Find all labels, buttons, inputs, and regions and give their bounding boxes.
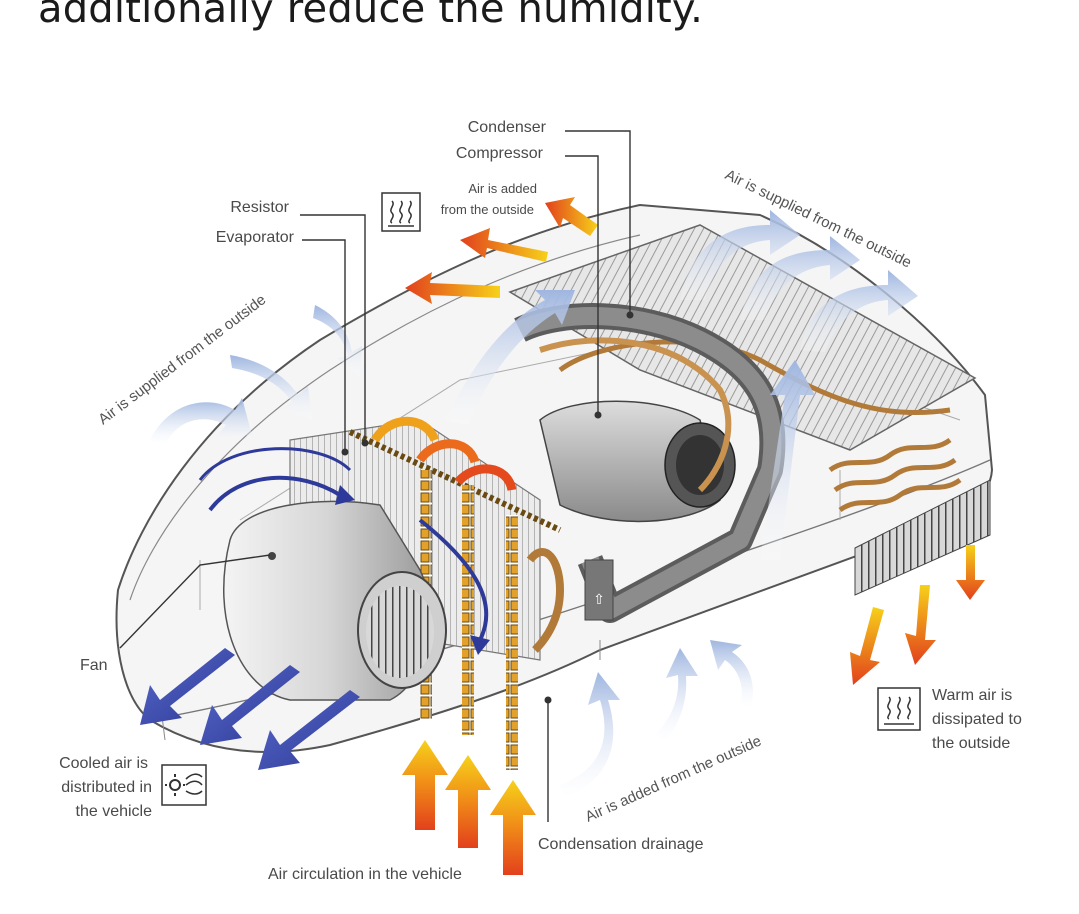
compressor: ⇧ [514,303,786,623]
label-fan: Fan [80,657,108,674]
cooled-air-arrows [140,648,360,770]
label-condenser: Condenser [468,119,547,136]
heat-arcs [371,416,517,492]
warm-exhaust-arrows-top [405,197,598,304]
label-compressor: Compressor [456,145,544,162]
side-vents [854,479,991,596]
label-warm-air-2: dissipated to [932,711,1022,728]
circulation-arrowheads [335,485,490,655]
leader-dots [341,311,634,704]
label-condensation: Condensation drainage [538,836,704,853]
air-supply-arrows [150,210,918,798]
warm-exhaust-arrows-right [850,545,985,685]
label-cooled-1: Cooled air is [59,755,148,772]
label-resistor: Resistor [230,199,289,216]
label-cooled-2: distributed in [61,779,152,796]
label-circulation: Air circulation in the vehicle [268,866,462,883]
label-cooled-3: the vehicle [76,803,153,820]
leader-lines [119,130,631,822]
condenser-coils [558,339,962,513]
label-warm-air-3: the outside [932,735,1010,752]
fan-airflow-icon [161,764,207,806]
label-air-added-1: Air is added [468,181,537,196]
circulation-arrows-bottom [402,740,536,875]
circulation-arrows-inside [198,447,489,641]
fan [223,500,447,701]
heat-waves-icon [381,192,421,232]
label-warm-air-1: Warm air is [932,687,1012,704]
svg-text:⇧: ⇧ [593,592,605,608]
label-air-added-2: from the outside [441,202,534,217]
heat-waves-icon [877,687,921,731]
headline: additionally reduce the humidity. [38,0,703,32]
label-evaporator: Evaporator [216,229,295,246]
